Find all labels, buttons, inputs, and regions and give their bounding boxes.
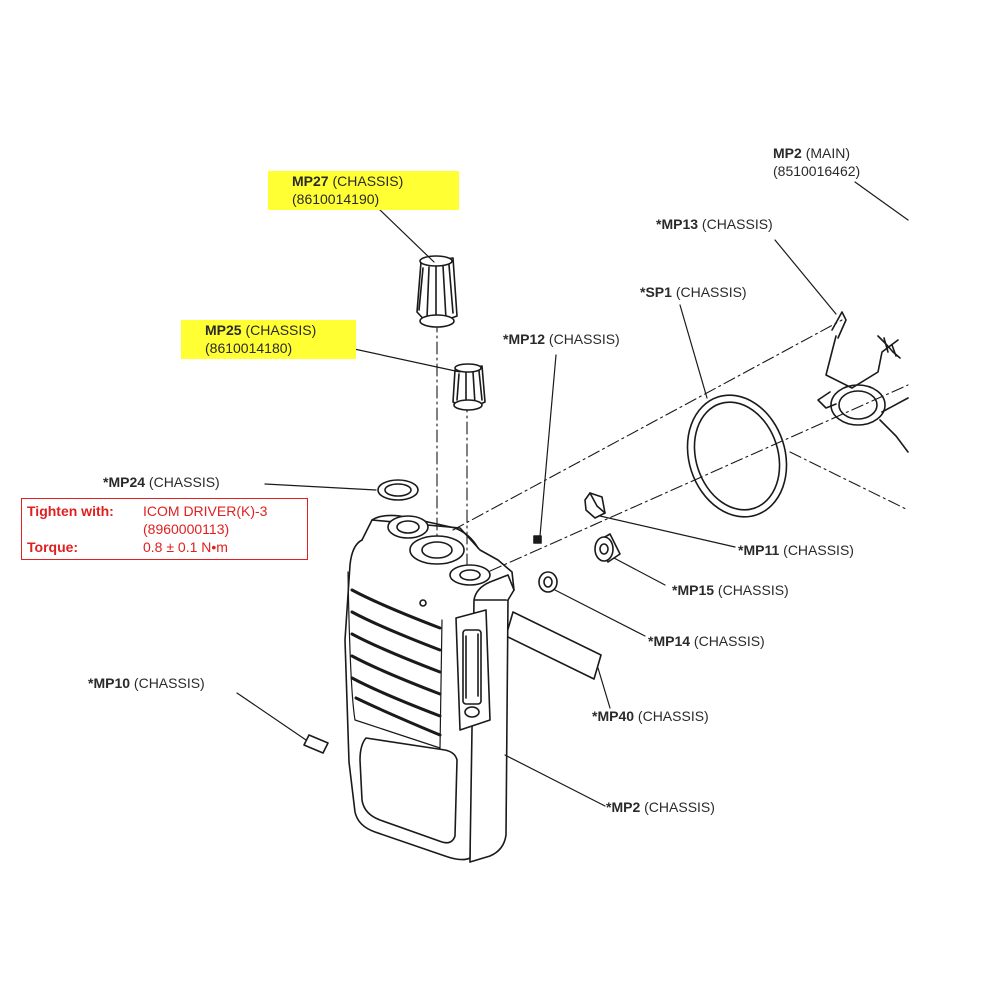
- label-mp25: MP25 (CHASSIS)(8610014180): [181, 320, 357, 359]
- label-sp1: *SP1 (CHASSIS): [640, 284, 747, 300]
- mp12-part: [533, 535, 542, 544]
- assembly-axes: [436, 319, 909, 581]
- mp27-knob: [416, 255, 458, 328]
- label-mp11: *MP11 (CHASSIS): [738, 542, 854, 558]
- label-mp12: *MP12 (CHASSIS): [503, 331, 620, 347]
- tool-code: (8960000113): [143, 521, 230, 537]
- tighten-label: Tighten with:: [27, 503, 114, 519]
- mp11-clip: [584, 492, 606, 519]
- label-mp10: *MP10 (CHASSIS): [88, 675, 205, 691]
- label-mp2-main: MP2 (MAIN)(8510016462): [773, 145, 861, 179]
- tool-name: ICOM DRIVER(K)-3: [143, 503, 268, 519]
- torque-spec-box: Tighten with: ICOM DRIVER(K)-3 (89600001…: [21, 498, 308, 560]
- label-mp13: *MP13 (CHASSIS): [656, 216, 773, 232]
- mp40-tape: [505, 611, 602, 680]
- sp1-speaker: [686, 394, 788, 518]
- mp25-knob: [452, 363, 486, 411]
- mp14-washer: [538, 571, 558, 593]
- label-mp27: MP27 (CHASSIS)(8610014190): [268, 171, 460, 210]
- mp2-chassis-body: [344, 514, 515, 863]
- label-mp14: *MP14 (CHASSIS): [648, 633, 765, 649]
- mp10-seal: [303, 734, 329, 754]
- torque-label: Torque:: [27, 539, 79, 555]
- mp15-bushing: [594, 533, 621, 563]
- leader-lines: [236, 181, 909, 807]
- mp13-bracket: [817, 311, 909, 453]
- label-mp40: *MP40 (CHASSIS): [592, 708, 709, 724]
- torque-value: 0.8 ± 0.1 N•m: [143, 539, 228, 555]
- label-mp15: *MP15 (CHASSIS): [672, 582, 789, 598]
- label-mp24: *MP24 (CHASSIS): [103, 474, 220, 490]
- label-mp2-chassis: *MP2 (CHASSIS): [606, 799, 715, 815]
- mp24-ring: [377, 479, 419, 501]
